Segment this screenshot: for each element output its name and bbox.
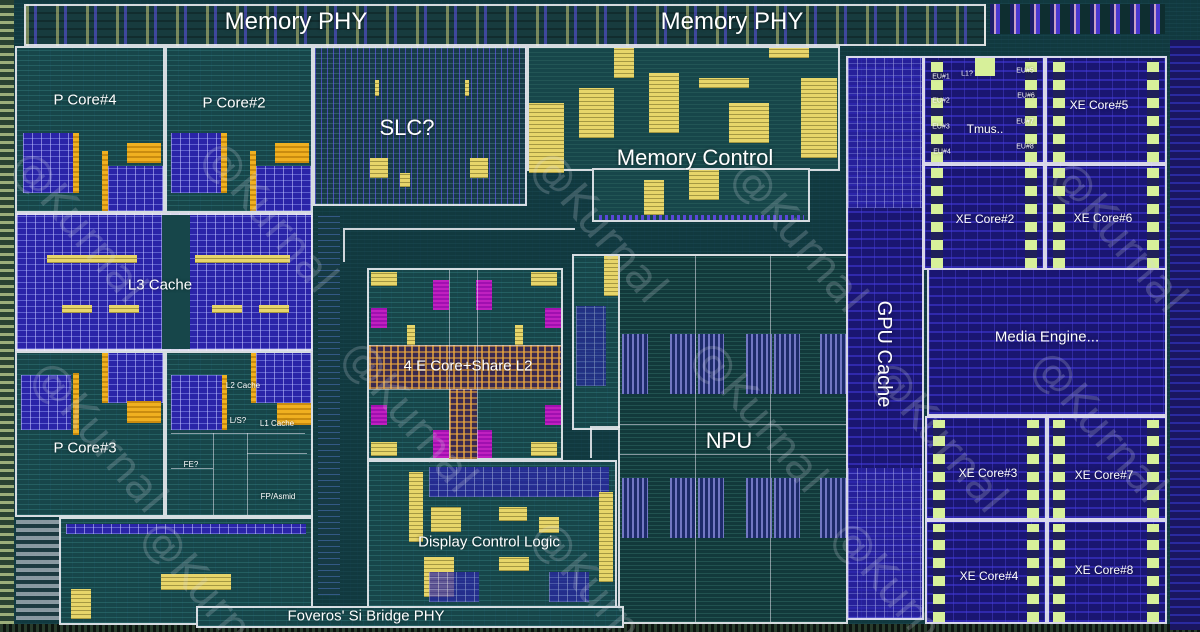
xe-core-7-block bbox=[1047, 416, 1167, 520]
p-core-2-block bbox=[165, 46, 313, 213]
bottom-left-logic-block bbox=[59, 517, 313, 625]
memory-control-lower-block bbox=[592, 168, 810, 222]
xe-core-6-label: XE Core#6 bbox=[1073, 211, 1133, 225]
eu-2-label: EU#2 bbox=[932, 97, 950, 105]
e-core-cluster-block bbox=[367, 268, 563, 460]
display-control-label: Display Control Logic bbox=[418, 533, 560, 551]
xe-core-3-block bbox=[925, 416, 1047, 520]
display-control-block bbox=[367, 460, 617, 608]
p-core-2-label: P Core#2 bbox=[202, 94, 266, 112]
xe-core-4-label: XE Core#4 bbox=[959, 569, 1019, 583]
gpu-cache-block bbox=[846, 56, 924, 620]
misc-logic-block bbox=[572, 254, 620, 430]
foveros-phy-block bbox=[196, 606, 624, 628]
top-right-io bbox=[990, 4, 1165, 34]
memory-phy-right-label: Memory PHY bbox=[660, 8, 804, 35]
gpu-cache-label: GPU Cache bbox=[873, 300, 895, 408]
front-end-sub-label: FE? bbox=[183, 460, 199, 469]
bottom-left-io bbox=[16, 520, 60, 620]
l3-cache-label: L3 Cache bbox=[127, 276, 193, 294]
media-engine-label: Media Engine... bbox=[994, 328, 1100, 346]
l1-unit-label: L1? bbox=[961, 70, 973, 78]
memory-control-block bbox=[527, 46, 840, 173]
die-edge-bottom bbox=[0, 624, 1200, 632]
eu-6-label: EU#6 bbox=[1017, 92, 1035, 100]
memory-phy-left-label: Memory PHY bbox=[224, 8, 368, 35]
p-core-4-block bbox=[15, 46, 165, 213]
p-core-3-label: P Core#3 bbox=[53, 439, 117, 457]
load-store-sub-label: L/S? bbox=[229, 416, 247, 425]
npu-block bbox=[618, 254, 848, 624]
xe-core-2-block bbox=[923, 164, 1045, 270]
fabric-outline bbox=[343, 228, 575, 262]
foveros-phy-label: Foveros' Si Bridge PHY bbox=[287, 607, 445, 625]
xe-core-3-label: XE Core#3 bbox=[958, 466, 1018, 480]
fp-simd-sub-label: FP/Asmid bbox=[260, 492, 296, 501]
right-edge-io bbox=[1170, 40, 1200, 630]
xe-core-5-block bbox=[1045, 56, 1167, 164]
l2-cache-sub-label: L2 Cache bbox=[225, 381, 261, 390]
tmus-label: Tmus.. bbox=[966, 122, 1004, 136]
xe-core-7-label: XE Core#7 bbox=[1074, 468, 1134, 482]
p-core-4-label: P Core#4 bbox=[53, 91, 117, 109]
memory-phy-block bbox=[24, 4, 986, 46]
eu-1-label: EU#1 bbox=[932, 73, 950, 81]
npu-label: NPU bbox=[705, 428, 753, 453]
xe-core-8-label: XE Core#8 bbox=[1074, 563, 1134, 577]
p-core-3-block bbox=[15, 351, 165, 517]
xe-core-5-label: XE Core#5 bbox=[1069, 98, 1129, 112]
l1-cache-sub-label: L1 Cache bbox=[259, 419, 295, 428]
eu-8-label: EU#8 bbox=[1016, 143, 1034, 151]
xe-core-4-block bbox=[925, 520, 1047, 624]
l3-cache-block bbox=[15, 213, 313, 351]
p-core-1-detail-block bbox=[165, 351, 313, 517]
xe-core-2-label: XE Core#2 bbox=[955, 212, 1015, 226]
eu-5-label: EU#5 bbox=[1016, 67, 1034, 75]
e-core-cluster-label: 4 E Core+Share L2 bbox=[403, 357, 533, 375]
die-edge-io bbox=[0, 0, 14, 632]
memory-control-label: Memory Control bbox=[616, 145, 774, 170]
xe-core-8-block bbox=[1047, 520, 1167, 624]
eu-4-label: EU#4 bbox=[933, 148, 951, 156]
media-engine-block bbox=[927, 268, 1167, 416]
npu-connector bbox=[590, 426, 620, 458]
xe-core-1-detail-block bbox=[923, 56, 1045, 164]
eu-3-label: EU#3 bbox=[932, 123, 950, 131]
slc-label: SLC? bbox=[379, 115, 435, 140]
slc-block bbox=[313, 46, 527, 206]
fabric-left-bus bbox=[318, 215, 340, 595]
xe-core-6-block bbox=[1045, 164, 1167, 270]
eu-7-label: EU#7 bbox=[1016, 118, 1034, 126]
